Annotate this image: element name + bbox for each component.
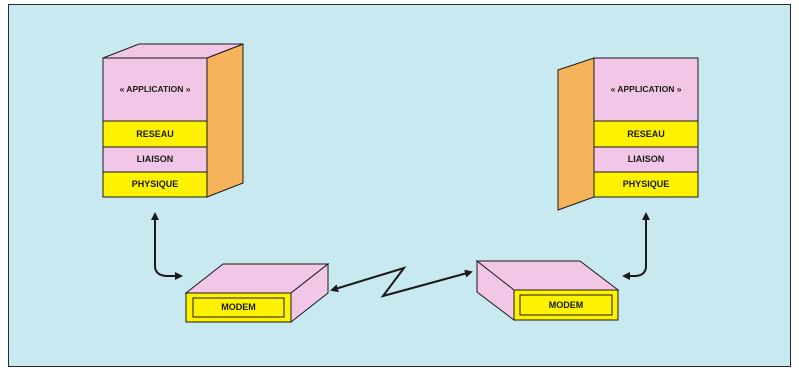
right-reseau-layer — [593, 120, 699, 148]
right-modem — [475, 259, 620, 322]
right-stack-side-face — [557, 57, 595, 211]
left-application-label: « APPLICATION » — [119, 84, 191, 94]
right-modem-label: MODEM — [548, 300, 584, 310]
right-protocol-stack — [557, 57, 699, 211]
left-modem-label: MODEM — [221, 302, 256, 312]
telephone-line-zigzag-arrow — [330, 266, 473, 298]
right-reseau-label: RESEAU — [627, 129, 665, 139]
left-reseau-label: RESEAU — [136, 129, 174, 139]
left-stack-side-face — [206, 43, 244, 198]
right-application-block — [593, 57, 699, 122]
right-modem-label-panel — [519, 294, 613, 316]
left-modem — [184, 262, 330, 324]
right-liaison-label: LIAISON — [627, 154, 665, 164]
left-stack-modem-arrow — [151, 212, 183, 280]
left-liaison-layer — [102, 146, 208, 173]
left-protocol-stack — [102, 43, 244, 198]
right-liaison-layer — [593, 146, 699, 173]
left-physique-label: PHYSIQUE — [131, 179, 179, 189]
right-physique-layer — [593, 171, 699, 198]
right-physique-label: PHYSIQUE — [622, 179, 670, 189]
left-modem-label-panel — [192, 297, 285, 318]
right-application-label: « APPLICATION » — [610, 84, 682, 94]
right-stack-modem-arrow — [622, 212, 650, 280]
left-liaison-label: LIAISON — [136, 154, 174, 164]
left-physique-layer — [102, 171, 208, 198]
